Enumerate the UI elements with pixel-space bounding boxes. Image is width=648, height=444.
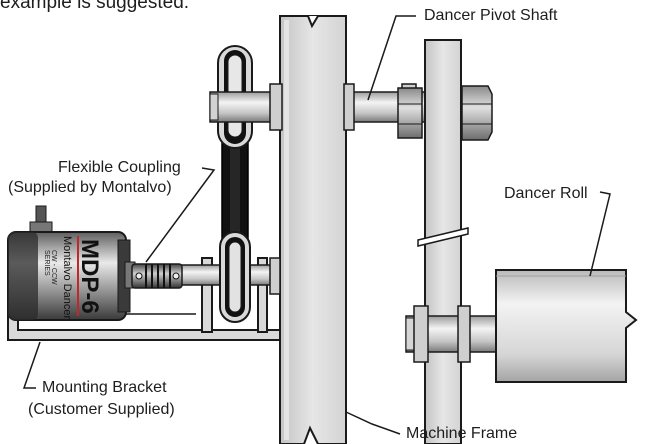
sensor-small-text-1: CW - CCW bbox=[50, 250, 57, 285]
machine-frame bbox=[279, 15, 347, 444]
label-dancer-roll: Dancer Roll bbox=[504, 185, 588, 202]
leader-flexible-coupling bbox=[145, 167, 216, 263]
leader-dancer-pivot-shaft bbox=[367, 15, 416, 101]
lower-pulley bbox=[219, 231, 251, 323]
label-machine-frame: Machine Frame bbox=[406, 425, 518, 442]
label-flexible-coupling: Flexible Coupling bbox=[58, 159, 181, 176]
frame-bearings bbox=[269, 83, 355, 295]
flexible-coupling bbox=[131, 263, 183, 289]
label-dancer-pivot-shaft: Dancer Pivot Shaft bbox=[424, 7, 558, 24]
pivot-nut bbox=[397, 83, 493, 141]
label-flexible-coupling-note: (Supplied by Montalvo) bbox=[8, 179, 172, 196]
intro-text: example is suggested. bbox=[0, 0, 190, 13]
leader-machine-frame bbox=[345, 411, 401, 435]
leader-mounting-bracket bbox=[22, 341, 41, 389]
label-mounting-bracket-note: (Customer Supplied) bbox=[28, 401, 175, 418]
dancer-arm bbox=[417, 39, 469, 444]
sensor-small-text-2: SERIES bbox=[43, 250, 50, 276]
dancer-roll bbox=[405, 269, 638, 383]
leader-lines bbox=[22, 15, 611, 435]
leader-dancer-roll bbox=[589, 191, 611, 277]
label-mounting-bracket: Mounting Bracket bbox=[42, 379, 167, 396]
mdp-6-sensor bbox=[7, 205, 136, 321]
sensor-model-text: MDP-6 bbox=[76, 239, 103, 314]
sensor-brand-text: Montalvo Dancer bbox=[61, 236, 73, 319]
